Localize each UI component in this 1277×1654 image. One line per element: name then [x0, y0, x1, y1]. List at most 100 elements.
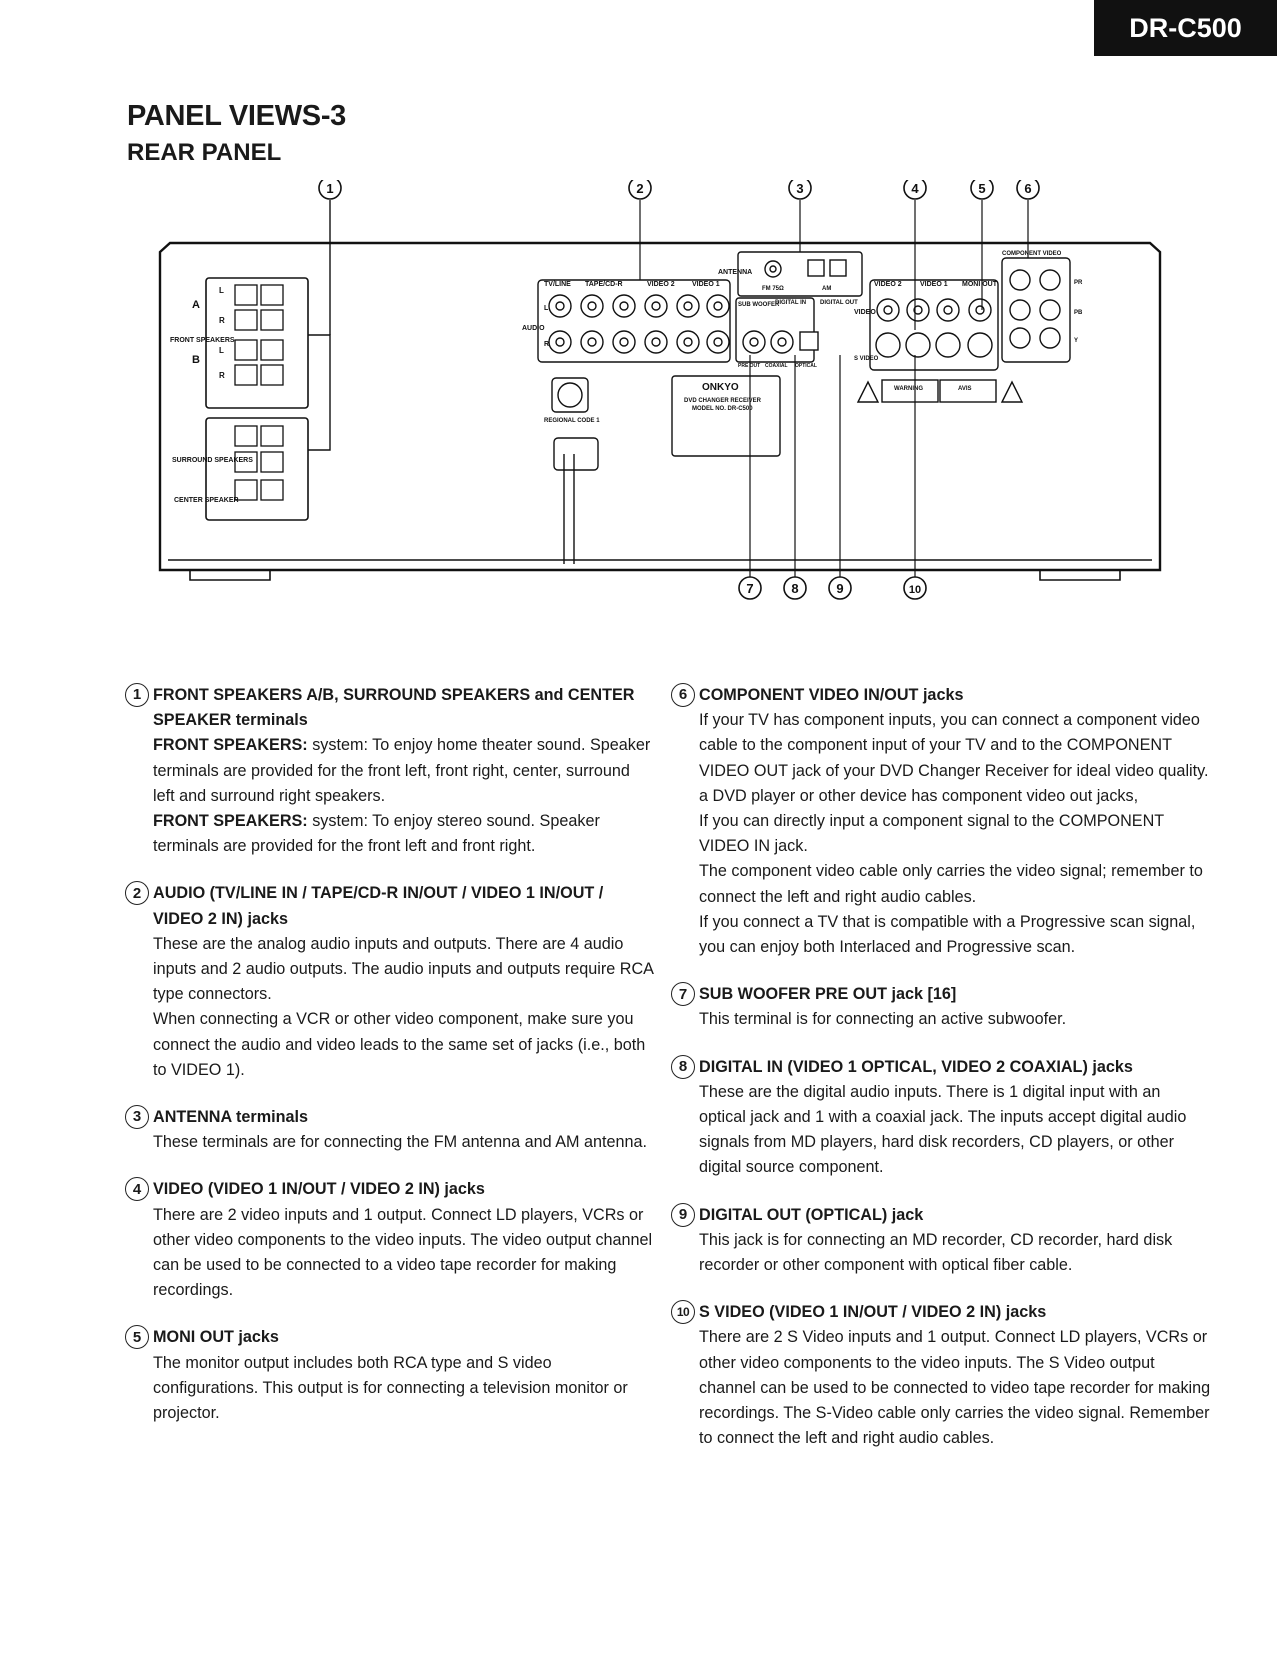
callout-4: 4	[911, 181, 919, 196]
item-paragraph-text: The monitor output includes both RCA typ…	[153, 1353, 628, 1423]
am-label: AM	[822, 286, 831, 292]
digital-in-label: DIGITAL IN	[775, 300, 806, 306]
item-paragraph: FRONT SPEAKERS: system: To enjoy home th…	[153, 733, 655, 809]
tape-cdr-label: TAPE/CD-R	[585, 281, 623, 288]
video-jacks	[869, 257, 1071, 371]
model-label: DR-C500	[1129, 12, 1242, 43]
callout-10: 10	[909, 584, 921, 596]
page-title: PANEL VIEWS-3	[127, 100, 347, 132]
item-number-badge: 4	[125, 1177, 149, 1202]
item-body: The monitor output includes both RCA typ…	[125, 1351, 655, 1427]
item-paragraph-text: This terminal is for connecting an activ…	[699, 1010, 1067, 1029]
front-speakers-label: FRONT SPEAKERS	[170, 337, 235, 344]
rear-panel-diagram: L R L R A B FRONT SPEAKERS SURROUND SPEA…	[140, 180, 1180, 640]
item-number-badge: 5	[125, 1325, 149, 1350]
coaxial-label: COAXIAL	[765, 363, 788, 369]
item-paragraph: The component video cable only carries t…	[699, 859, 1211, 909]
warning-box	[881, 379, 939, 403]
center-speaker-label: CENTER SPEAKER	[174, 497, 239, 504]
item-heading-text: MONI OUT jacks	[153, 1328, 279, 1347]
item-heading-text: DIGITAL IN (VIDEO 1 OPTICAL, VIDEO 2 COA…	[699, 1057, 1133, 1076]
video2-label: VIDEO 2	[874, 281, 902, 288]
item-body: There are 2 S Video inputs and 1 output.…	[671, 1325, 1211, 1451]
item-body: This jack is for connecting an MD record…	[671, 1228, 1211, 1278]
item-paragraph-text: These terminals are for connecting the F…	[153, 1133, 648, 1152]
pre-out-label: PRE OUT	[738, 363, 760, 369]
video-label: VIDEO	[854, 309, 876, 316]
front-r-label: R	[219, 316, 225, 325]
speaker-terminals	[234, 284, 284, 501]
item-number-badge: 6	[671, 683, 695, 707]
item-body: This terminal is for connecting an activ…	[671, 1007, 1211, 1032]
item-paragraph-text: There are 2 S Video inputs and 1 output.…	[699, 1328, 1211, 1448]
audio-r-label: R	[544, 341, 549, 348]
model-no-label: MODEL NO. DR-C500	[692, 406, 753, 412]
item-paragraph: a DVD player or other device has compone…	[699, 784, 1211, 809]
item-paragraph: These terminals are for connecting the F…	[153, 1130, 655, 1155]
moni-out-label: MONI OUT	[962, 281, 998, 288]
item-number-badge: 1	[125, 683, 149, 707]
item-paragraph: If your TV has component inputs, you can…	[699, 708, 1211, 784]
callout-3: 3	[796, 181, 803, 196]
fm-label: FM 75Ω	[762, 286, 784, 292]
item-paragraph-text: a DVD player or other device has compone…	[699, 786, 1139, 805]
warning-triangle-icon	[856, 380, 880, 403]
item-body: There are 2 video inputs and 1 output. C…	[125, 1203, 655, 1304]
item-body: FRONT SPEAKERS: system: To enjoy home th…	[125, 733, 655, 859]
item-paragraph-text: system: To enjoy home theater sound. Spe…	[153, 736, 651, 805]
item-heading-text: SUB WOOFER PRE OUT jack [16]	[699, 985, 957, 1004]
item-paragraph: When connecting a VCR or other video com…	[153, 1007, 655, 1083]
item-paragraph-text: If you connect a TV that is compatible w…	[699, 912, 1196, 957]
page-subtitle: REAR PANEL	[127, 139, 282, 166]
item-heading-text: S VIDEO (VIDEO 1 IN/OUT / VIDEO 2 IN) ja…	[699, 1303, 1047, 1322]
item-paragraph: FRONT SPEAKERS: system: To enjoy stereo …	[153, 809, 655, 859]
item-heading-text: COMPONENT VIDEO IN/OUT jacks	[699, 686, 964, 704]
item-paragraph-bold: FRONT SPEAKERS:	[153, 812, 308, 831]
caution-triangle-icon	[1000, 380, 1024, 403]
tv-line-label: TV/LINE	[544, 281, 571, 288]
item-paragraph: These are the analog audio inputs and ou…	[153, 932, 655, 1008]
item-paragraph-text: If your TV has component inputs, you can…	[699, 711, 1209, 780]
front-b-l-label: L	[219, 346, 224, 355]
item-paragraph: There are 2 video inputs and 1 output. C…	[153, 1203, 655, 1304]
item-heading-text: DIGITAL OUT (OPTICAL) jack	[699, 1205, 924, 1224]
globe-icon	[557, 382, 583, 408]
item-paragraph-text: This jack is for connecting an MD record…	[699, 1230, 1173, 1275]
callout-8: 8	[791, 581, 798, 596]
callout-2: 2	[636, 181, 643, 196]
item-heading-text: VIDEO (VIDEO 1 IN/OUT / VIDEO 2 IN) jack…	[153, 1180, 485, 1199]
item-heading-text: AUDIO (TV/LINE IN / TAPE/CD-R IN/OUT / V…	[153, 884, 604, 928]
item-heading-text: ANTENNA terminals	[153, 1108, 309, 1127]
callout-5: 5	[978, 181, 985, 196]
surround-speakers-label: SURROUND SPEAKERS	[172, 457, 253, 464]
item-paragraph: These are the digital audio inputs. Ther…	[699, 1080, 1211, 1181]
front-b-r-label: R	[219, 371, 225, 380]
callout-1: 1	[326, 181, 333, 196]
item-body: These terminals are for connecting the F…	[125, 1130, 655, 1155]
speaker-b-label: B	[192, 354, 200, 366]
item-paragraph: There are 2 S Video inputs and 1 output.…	[699, 1325, 1211, 1451]
item-paragraph-text: There are 2 video inputs and 1 output. C…	[153, 1205, 653, 1300]
audio-l-label: L	[544, 305, 549, 312]
callout-9: 9	[836, 581, 843, 596]
rear-panel-svg: L R L R A B FRONT SPEAKERS SURROUND SPEA…	[158, 180, 1162, 600]
y-label: Y	[1074, 338, 1078, 344]
item-number-badge: 3	[125, 1105, 149, 1130]
item-paragraph: If you connect a TV that is compatible w…	[699, 910, 1211, 960]
